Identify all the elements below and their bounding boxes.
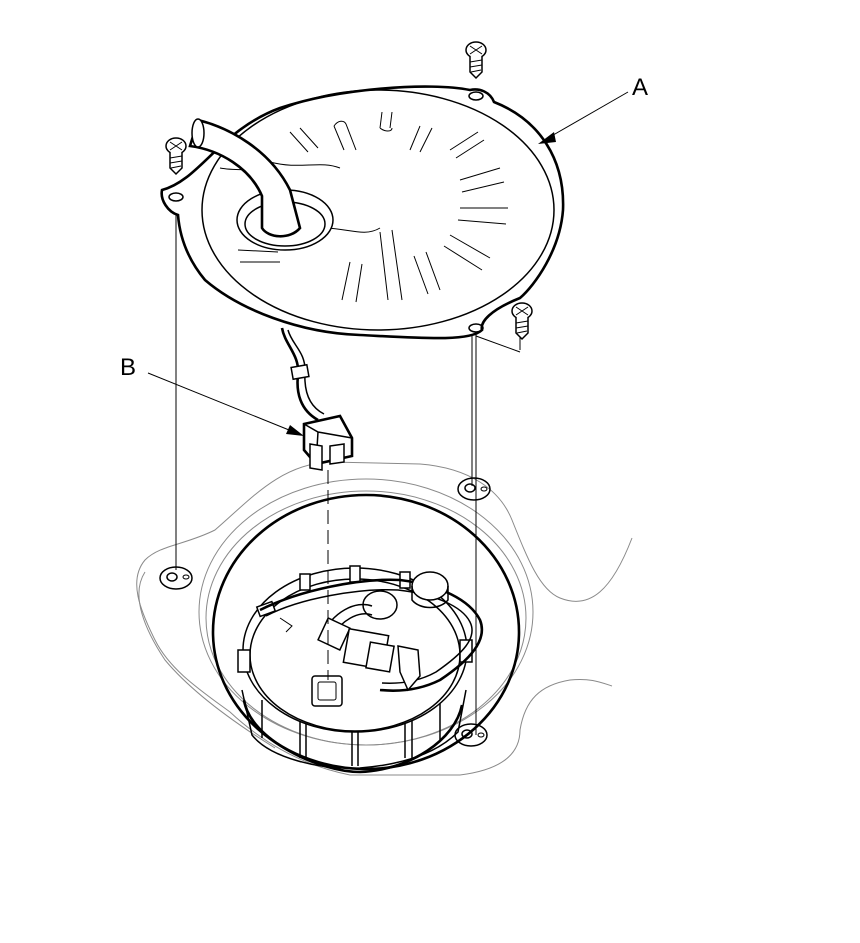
screw-top — [465, 41, 487, 80]
fuel-pump-assembly — [237, 565, 484, 774]
mounting-hole-top-right — [457, 477, 491, 501]
access-panel-cover — [160, 85, 565, 340]
screw-left — [165, 137, 187, 176]
fuel-pump-connector — [302, 414, 354, 471]
mounting-hole-left — [159, 566, 193, 590]
mounting-hole-bottom-right — [454, 723, 488, 747]
callout-b: B — [120, 354, 304, 436]
connector-harness — [280, 327, 325, 422]
tank-opening — [198, 478, 534, 771]
floor-panel — [136, 461, 633, 776]
screw-right — [511, 302, 533, 341]
callout-label-b: B — [120, 354, 136, 381]
callout-a: A — [538, 74, 648, 144]
callout-label-a: A — [632, 74, 648, 101]
